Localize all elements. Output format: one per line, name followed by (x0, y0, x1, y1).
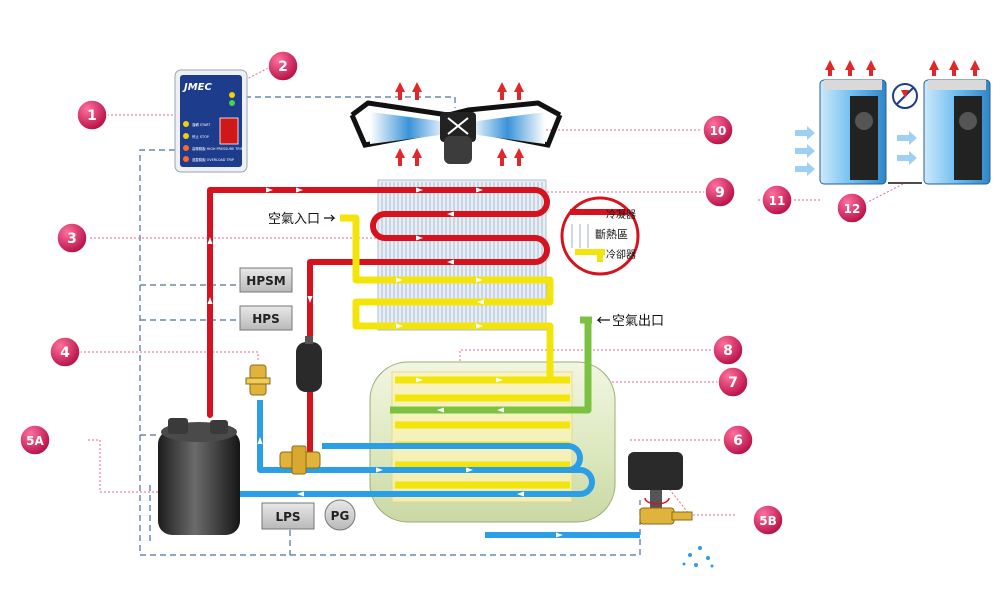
flow-arrow-icon (517, 491, 524, 497)
flow-arrow-icon (447, 259, 454, 265)
badge-10: 10 (702, 114, 734, 146)
badge-4: 4 (49, 336, 81, 368)
unit-air-arrows (795, 126, 917, 176)
flow-arrow-icon (396, 323, 403, 329)
flow-arrow-icon (266, 187, 273, 193)
hot-gas-valve (279, 445, 321, 475)
badge-11: 11 (761, 184, 793, 216)
flow-arrow-icon (447, 211, 454, 217)
no-fan-icon (892, 83, 918, 109)
lps-box: LPS (261, 502, 315, 530)
flow-arrow-icon (556, 532, 563, 538)
water-splash-icon (682, 546, 714, 568)
pg-label: PG (331, 509, 350, 523)
expansion-valve (245, 364, 271, 396)
flow-arrow-icon (296, 187, 303, 193)
air-outlet-label: 空氣出口 (612, 314, 664, 329)
flow-arrow-icon (477, 299, 484, 305)
badge-label: 4 (60, 345, 70, 361)
badge-1: 1 (76, 99, 108, 131)
controller-row-1: 運轉 START (192, 122, 211, 127)
magnifier-callout: 冷凝器 斷熱區 冷卻器 (560, 196, 640, 276)
badge-label: 8 (723, 343, 733, 359)
dryer-unit-left (819, 79, 887, 185)
insulation-label: 斷熱區 (595, 228, 628, 241)
receiver-drier (296, 336, 322, 392)
flow-arrow-icon (416, 377, 423, 383)
controller-row-4: 過載跳脫 OVERLOAD TRIP (192, 157, 234, 162)
badge-7: 7 (717, 366, 749, 398)
air-inlet-label: 空氣入口 (268, 212, 320, 227)
badge-label: 11 (769, 194, 786, 208)
controller-brand: JMEC (182, 82, 213, 93)
flow-arrows (207, 187, 563, 538)
hpsm-box: HPSM (239, 267, 293, 293)
badge-5b: 5B (752, 504, 784, 536)
badge-label: 3 (67, 231, 77, 247)
cooler-label: 冷卻器 (606, 248, 636, 261)
dryer-unit-right (923, 79, 991, 185)
compressor (158, 418, 240, 535)
flow-arrow-icon (496, 377, 503, 383)
flow-arrow-icon (307, 296, 313, 303)
lps-label: LPS (275, 510, 300, 524)
flow-arrow-icon (476, 323, 483, 329)
controller-row-2: 停止 STOP (192, 134, 209, 139)
badge-5a: 5A (19, 424, 51, 456)
flow-arrow-icon (396, 277, 403, 283)
condenser-fan (349, 100, 563, 164)
controller-panel: JMEC 運轉 START 停止 STOP 高壓跳脫 HIGH PRESSURE… (174, 69, 248, 173)
badge-label: 9 (715, 185, 725, 201)
badge-3: 3 (56, 222, 88, 254)
badge-label: 5A (26, 434, 44, 448)
badge-label: 1 (87, 108, 97, 124)
controller-leds (183, 92, 235, 162)
flow-arrow-icon (466, 467, 473, 473)
arrow-right-icon (324, 214, 336, 222)
badge-12: 12 (836, 192, 868, 224)
flow-arrow-icon (416, 187, 423, 193)
badge-8: 8 (712, 334, 744, 366)
badge-label: 10 (710, 124, 727, 138)
heat-exchanger-fins (377, 179, 547, 331)
pg-gauge: PG (324, 499, 356, 531)
flow-arrow-icon (207, 297, 213, 304)
badge-label: 2 (278, 59, 288, 75)
badge-9: 9 (704, 176, 736, 208)
hps-box: HPS (239, 305, 293, 331)
flow-arrow-icon (297, 491, 304, 497)
controller-row-3: 高壓跳脫 HIGH PRESSURE TRIP (192, 146, 243, 151)
flow-arrow-icon (476, 187, 483, 193)
dry-air-circuit (390, 316, 592, 414)
condenser-label: 冷凝器 (606, 208, 636, 221)
badge-6: 6 (722, 424, 754, 456)
badge-2: 2 (267, 50, 299, 82)
refrigerant-circuit (207, 187, 550, 458)
unit-heat-arrows (825, 60, 980, 76)
drain-valve (628, 452, 693, 525)
flow-arrow-icon (497, 407, 504, 413)
controller-display (219, 117, 239, 145)
badge-label: 12 (844, 202, 861, 216)
flow-arrow-icon (257, 437, 263, 444)
hpsm-label: HPSM (246, 274, 285, 288)
flow-arrow-icon (207, 237, 213, 244)
arrow-left-icon (596, 316, 610, 324)
badge-label: 7 (728, 375, 738, 391)
flow-arrow-icon (376, 467, 383, 473)
flow-arrow-icon (416, 235, 423, 241)
badge-label: 6 (733, 433, 743, 449)
hps-label: HPS (252, 312, 279, 326)
flow-arrow-icon (476, 277, 483, 283)
flow-arrow-icon (437, 407, 444, 413)
badge-label: 5B (759, 514, 777, 528)
control-wiring (139, 96, 641, 556)
heat-arrows (395, 82, 524, 166)
